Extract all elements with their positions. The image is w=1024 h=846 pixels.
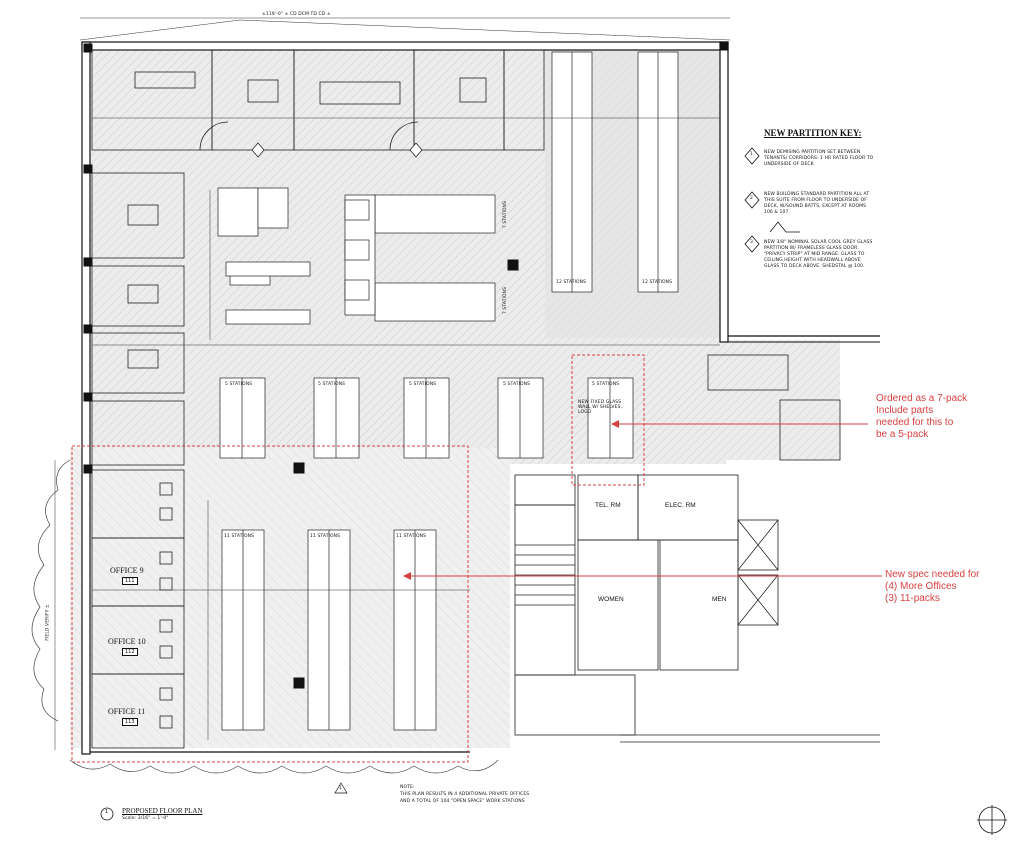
office-10-number: 112 bbox=[122, 648, 138, 656]
partition-key-title: NEW PARTITION KEY: bbox=[764, 128, 862, 138]
partition-tags bbox=[251, 142, 423, 794]
building-core bbox=[514, 354, 880, 743]
top-dimension bbox=[79, 17, 731, 41]
annotation-new-spec: New spec needed for (4) More Offices (3)… bbox=[885, 569, 980, 604]
eleven-station-runs bbox=[221, 529, 437, 731]
partition-key-tag-2: 2 bbox=[750, 196, 753, 201]
drawing-scale: Scale: 3/16" = 1'-0" bbox=[122, 816, 169, 821]
annotation-arrows bbox=[403, 420, 882, 580]
top-dimension-label: ±119'-0" ± CD DCM TD CD ± bbox=[262, 12, 331, 17]
station-label-11c: 11 STATIONS bbox=[396, 534, 427, 539]
elec-room-label: ELEC. RM bbox=[665, 502, 696, 509]
men-restroom-label: MEN bbox=[712, 596, 727, 603]
annotation-7-pack: Ordered as a 7-pack Include parts needed… bbox=[876, 393, 968, 440]
top-offices bbox=[91, 49, 545, 151]
partition-key-item-3: NEW 3/8" NOMINAL SOLAR COOL GREY GLASS P… bbox=[764, 240, 873, 269]
dimension-lines bbox=[54, 117, 720, 750]
office-11-number: 113 bbox=[122, 718, 138, 726]
office-9-number: 111 bbox=[122, 577, 138, 585]
station-label-12a: 12 STATIONS bbox=[556, 280, 587, 285]
twelve-station-runs bbox=[551, 51, 679, 293]
station-label-5a: 5 STATIONS bbox=[225, 382, 253, 387]
note-line-2: AND A TOTAL OF 104 "OPEN SPACE" WORK STA… bbox=[400, 799, 525, 804]
partition-key-symbols bbox=[744, 147, 800, 253]
revision-mark: 1 bbox=[339, 786, 342, 791]
station-label-5d: 5 STATIONS bbox=[503, 382, 531, 387]
markup-clouds bbox=[71, 354, 645, 763]
station-label-12b: 12 STATIONS bbox=[642, 280, 673, 285]
tel-room-label: TEL. RM bbox=[595, 502, 621, 509]
station-label-5e: 5 STATIONS bbox=[592, 382, 620, 387]
partition-key-tag-3: 3 bbox=[750, 240, 753, 245]
drawing-title-number: 1 bbox=[105, 809, 109, 815]
fixed-glass-note: NEW FIXED GLASS WALL W/ SHELVES, LOGO bbox=[578, 400, 623, 415]
side-dimension-label: FIELD VERIFY ± bbox=[45, 604, 51, 641]
office-10-label: OFFICE 10 bbox=[108, 637, 146, 646]
central-workstations bbox=[217, 187, 496, 325]
partition-key-item-1: NEW DEMISING PARTITION SET BETWEEN TENAN… bbox=[764, 150, 874, 167]
station-label-5c: 5 STATIONS bbox=[409, 382, 437, 387]
station-label-7b: 7 STATIONS bbox=[503, 286, 509, 315]
title-number-circle bbox=[100, 807, 114, 821]
five-station-pods bbox=[219, 377, 634, 459]
women-restroom-label: WOMEN bbox=[598, 596, 624, 603]
station-label-5b: 5 STATIONS bbox=[318, 382, 346, 387]
exterior-walls bbox=[81, 41, 880, 755]
note-heading: NOTE: bbox=[400, 785, 415, 790]
office-11-label: OFFICE 11 bbox=[108, 707, 146, 716]
station-label-7a: 7 STATIONS bbox=[503, 200, 509, 229]
note-line-1: THIS PLAN RESULTS IN 4 ADDITIONAL PRIVAT… bbox=[400, 792, 530, 797]
drawing-title: PROPOSED FLOOR PLAN bbox=[122, 807, 203, 815]
station-label-11a: 11 STATIONS bbox=[224, 534, 255, 539]
partition-key-tag-1: 1 bbox=[750, 152, 753, 157]
station-label-11b: 11 STATIONS bbox=[310, 534, 341, 539]
left-offices bbox=[91, 172, 185, 749]
office-9-label: OFFICE 9 bbox=[110, 566, 144, 575]
partition-key-item-2: NEW BUILDING STANDARD PARTITION ALL AT T… bbox=[764, 192, 870, 215]
north-arrow bbox=[977, 805, 1007, 835]
